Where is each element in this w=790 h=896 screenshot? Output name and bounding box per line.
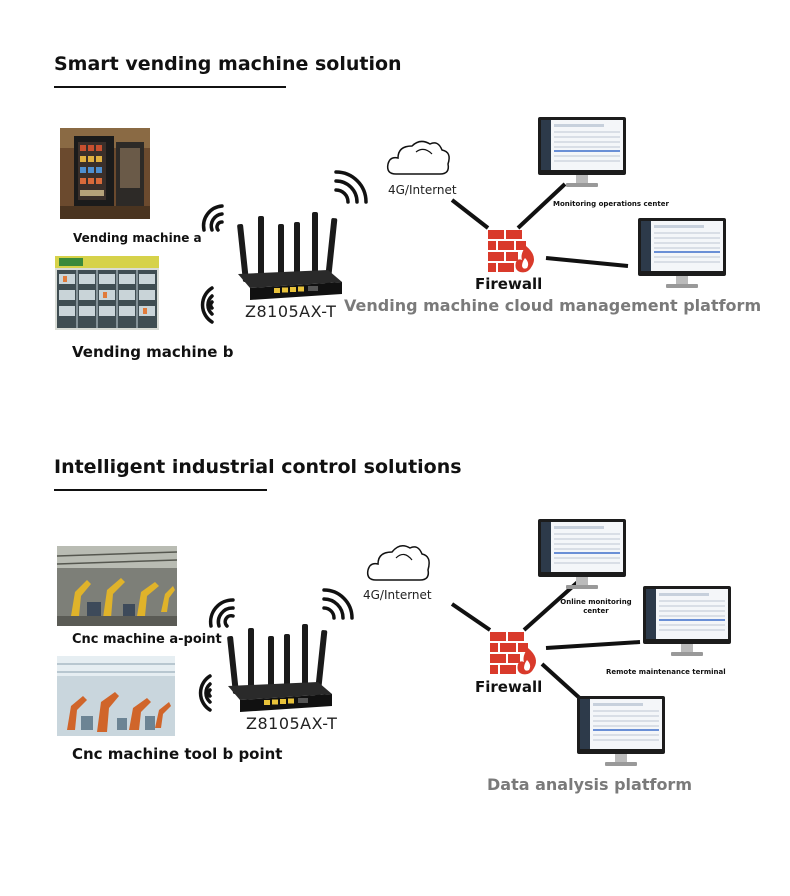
- wifi-signal-icon: [208, 598, 235, 628]
- firewall-icon: [490, 632, 536, 675]
- wifi-signal-icon: [200, 286, 214, 324]
- monitor-icon: [638, 218, 726, 288]
- firewall-label: Firewall: [475, 678, 543, 696]
- vending-machine-a-label: Vending machine a: [73, 231, 202, 245]
- wifi-signal-icon: [198, 674, 212, 712]
- vending-machine-a-image: [60, 128, 150, 219]
- network-label: 4G/Internet: [388, 183, 457, 197]
- wifi-signal-icon: [201, 204, 224, 232]
- cnc-machine-a-label: Cnc machine a-point: [72, 632, 222, 647]
- section1-title: Smart vending machine solution: [54, 53, 402, 75]
- cnc-machine-a-image: [56, 546, 178, 626]
- section1-title-underline: [54, 86, 286, 88]
- cloud-icon: [366, 545, 430, 581]
- firewall-label: Firewall: [475, 275, 543, 293]
- firewall-icon: [488, 230, 534, 273]
- connection-lines: [450, 182, 629, 268]
- wifi-signal-icon: [334, 170, 368, 204]
- monitor-1-label: Monitoring operations center: [553, 200, 669, 208]
- cnc-machine-b-image: [57, 656, 175, 736]
- section2-title-underline: [54, 489, 267, 491]
- router-model-label: Z8105AX-T: [246, 714, 338, 733]
- section2-title: Intelligent industrial control solutions: [54, 456, 462, 478]
- vending-machine-b-label: Vending machine b: [72, 343, 234, 361]
- monitor-icon: [577, 696, 665, 766]
- monitor-icon: [538, 519, 626, 589]
- monitor-icon: [538, 117, 626, 187]
- cnc-machine-b-label: Cnc machine tool b point: [72, 745, 283, 763]
- platform-label: Data analysis platform: [487, 775, 692, 794]
- platform-label: Vending machine cloud management platfor…: [344, 296, 762, 315]
- monitor-icon: [643, 586, 731, 656]
- router-icon: [227, 624, 332, 712]
- cloud-icon: [386, 140, 450, 175]
- router-icon: [237, 212, 342, 300]
- router-model-label: Z8105AX-T: [245, 302, 337, 321]
- network-label: 4G/Internet: [363, 588, 432, 602]
- monitor-1-label: Online monitoring center: [556, 598, 636, 616]
- vending-machine-b-image: [55, 256, 159, 330]
- monitor-1-label-line2: center: [583, 607, 609, 615]
- wifi-signal-icon: [322, 588, 354, 620]
- monitor-1-label-line1: Online monitoring: [560, 598, 632, 606]
- monitor-2-label: Remote maintenance terminal: [606, 668, 726, 676]
